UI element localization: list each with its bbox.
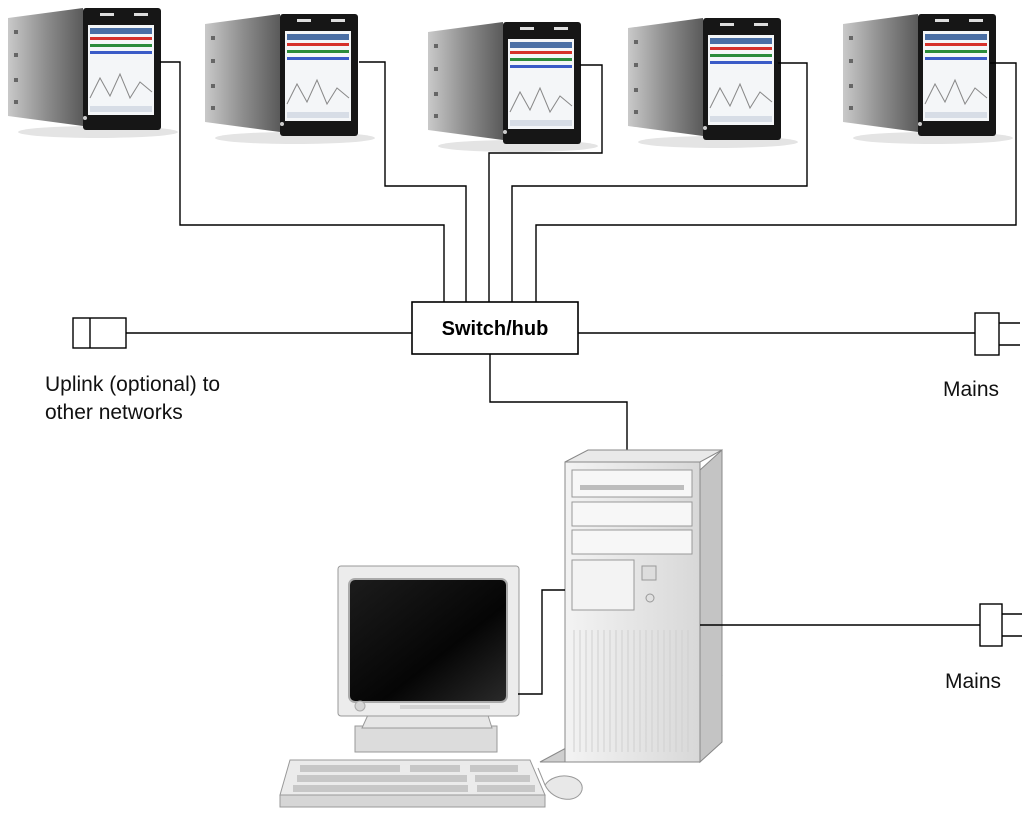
mouse-icon [537,767,583,800]
wire-recorder-1 [160,61,445,302]
recorder-5 [843,14,1013,144]
recorder-1 [8,8,178,138]
wire-monitor-to-pc [518,589,565,695]
crt-monitor [337,565,520,753]
recorder-2 [205,14,375,144]
mains-label-1: Mains [943,378,999,401]
keyboard-icon [279,759,546,808]
switch-hub-label: Switch/hub [442,318,549,340]
wire-recorder-5 [535,62,1017,302]
pc-tower [539,448,723,764]
mains-label-2: Mains [945,670,1001,693]
uplink-label-line2: other networks [45,401,183,424]
recorder-3 [428,22,598,152]
switch-hub: Switch/hub [411,301,579,355]
mains-plug-icon-2 [979,603,1022,647]
wire-recorder-4 [511,62,808,302]
wire-switch-to-pc [489,354,628,462]
uplink-connector-icon [72,317,127,349]
mains-plug-icon-1 [974,312,1020,356]
wire-recorder-2 [359,61,467,302]
recorder-4 [628,18,798,148]
uplink-label-line1: Uplink (optional) to [45,373,220,396]
wire-recorder-3 [488,64,603,302]
